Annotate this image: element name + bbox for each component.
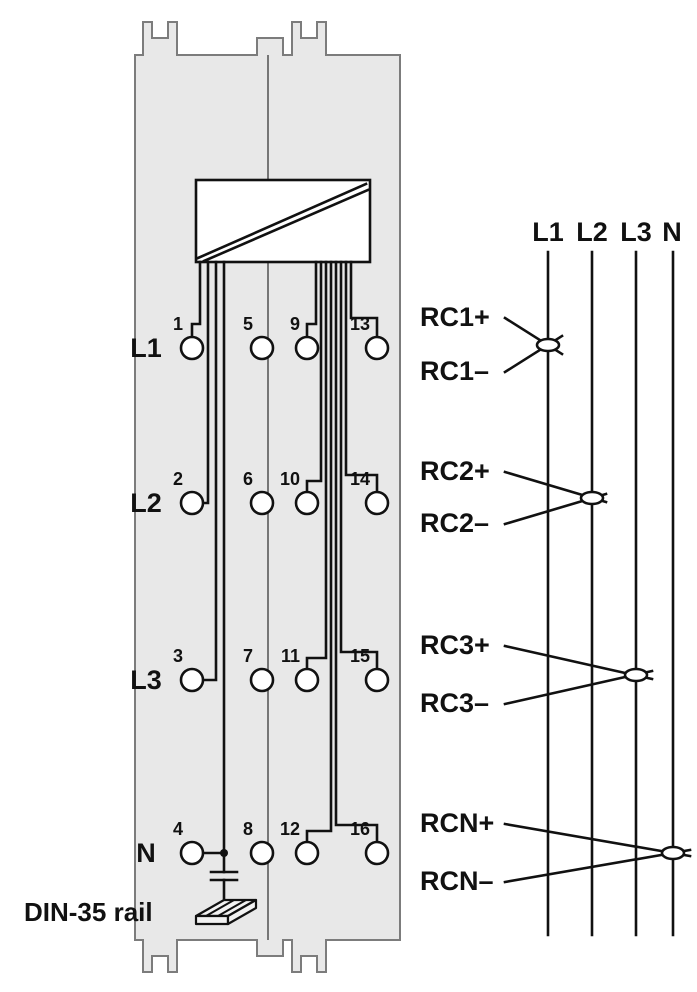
- electronics-box-stripe-2: [202, 188, 370, 263]
- terminal-9: [294, 335, 320, 361]
- row-label-l3: L3: [130, 665, 162, 695]
- terminal-5: [249, 335, 275, 361]
- label-rcn-minus: RCN–: [420, 866, 494, 896]
- terminal-4: [179, 840, 205, 866]
- terminal-number-15: 15: [350, 646, 370, 666]
- wire-terminal-14: [344, 260, 379, 495]
- label-rcn-plus: RCN+: [420, 808, 494, 838]
- terminals: [179, 335, 390, 866]
- terminal-number-8: 8: [243, 819, 253, 839]
- terminal-number-2: 2: [173, 469, 183, 489]
- terminal-14: [364, 490, 390, 516]
- internal-wires-right: [305, 260, 379, 845]
- terminal-7: [249, 667, 275, 693]
- signal-labels: RC1+ RC1– RC2+ RC2– RC3+ RC3– RCN+ RCN–: [420, 302, 494, 896]
- bus-label-l2: L2: [576, 217, 608, 247]
- terminal-number-13: 13: [350, 314, 370, 334]
- terminal-number-6: 6: [243, 469, 253, 489]
- rail-side-face: [226, 898, 258, 926]
- terminal-number-14: 14: [350, 469, 370, 489]
- electronics-box-stripe-1: [196, 182, 368, 260]
- terminal-6: [249, 490, 275, 516]
- terminal-number-9: 9: [290, 314, 300, 334]
- rail-groove-1: [205, 899, 235, 917]
- rcn-minus-lead: [503, 848, 692, 884]
- phase-bus-labels: L1 L2 L3 N: [532, 217, 682, 247]
- din-rail-symbol: [194, 898, 258, 926]
- label-rc1-plus: RC1+: [420, 302, 490, 332]
- terminal-number-1: 1: [173, 314, 183, 334]
- row-label-n: N: [136, 838, 156, 868]
- wire-terminal-9: [305, 260, 318, 340]
- bus-label-n: N: [662, 217, 682, 247]
- wire-terminal-16: [334, 260, 379, 845]
- terminal-15: [364, 667, 390, 693]
- ct-connections: [503, 316, 692, 884]
- rcn-plus-lead: [503, 822, 692, 858]
- terminal-number-11: 11: [281, 646, 300, 666]
- terminal-number-12: 12: [280, 819, 300, 839]
- terminal-row-labels: L1 L2 L3 N: [130, 333, 162, 868]
- wire-terminal-12: [305, 260, 333, 845]
- terminal-13: [364, 335, 390, 361]
- electronics-box: [194, 178, 372, 264]
- wire-terminal-1: [190, 260, 202, 340]
- ct-symbol-l2: [579, 490, 605, 506]
- label-rc1-minus: RC1–: [420, 356, 489, 386]
- rail-coupling: [209, 851, 239, 900]
- wire-terminal-11: [305, 260, 328, 672]
- wire-terminal-15: [339, 260, 379, 672]
- terminal-number-10: 10: [280, 469, 300, 489]
- ct-symbol-l1: [535, 337, 561, 353]
- internal-wires-left: [190, 260, 228, 857]
- terminal-8: [249, 840, 275, 866]
- label-rc3-plus: RC3+: [420, 630, 490, 660]
- terminal-number-16: 16: [350, 819, 370, 839]
- terminal-2: [179, 490, 205, 516]
- terminal-number-3: 3: [173, 646, 183, 666]
- terminal-number-4: 4: [173, 819, 183, 839]
- io-module: 1 5 9 13 2 6 10 14 3 7 11 15 4 8 12 16 L…: [24, 21, 401, 973]
- phase-bus: L1 L2 L3 N RC1+ RC1– R: [420, 217, 692, 937]
- terminal-16: [364, 840, 390, 866]
- wire-terminal-13: [349, 260, 379, 340]
- terminal-numbers: 1 5 9 13 2 6 10 14 3 7 11 15 4 8 12 16: [173, 314, 370, 839]
- terminal-number-5: 5: [243, 314, 253, 334]
- terminal-12: [294, 840, 320, 866]
- terminal-3: [179, 667, 205, 693]
- wire-terminal-10: [305, 260, 323, 495]
- ct-symbol-n: [660, 845, 686, 861]
- row-label-l2: L2: [130, 488, 162, 518]
- wire-terminal-2: [202, 260, 210, 505]
- bus-label-l3: L3: [620, 217, 652, 247]
- rail-groove-2: [217, 899, 247, 917]
- terminal-10: [294, 490, 320, 516]
- row-label-l1: L1: [130, 333, 162, 363]
- terminal-1: [179, 335, 205, 361]
- bus-label-l1: L1: [532, 217, 564, 247]
- rail-front-face: [194, 914, 230, 926]
- label-rc2-plus: RC2+: [420, 456, 490, 486]
- ct-symbol-l3: [623, 667, 649, 683]
- label-rc2-minus: RC2–: [420, 508, 489, 538]
- terminal-number-7: 7: [243, 646, 253, 666]
- din-rail-label: DIN-35 rail: [24, 897, 153, 927]
- wire-terminal-3: [202, 260, 218, 682]
- terminal-11: [294, 667, 320, 693]
- label-rc3-minus: RC3–: [420, 688, 489, 718]
